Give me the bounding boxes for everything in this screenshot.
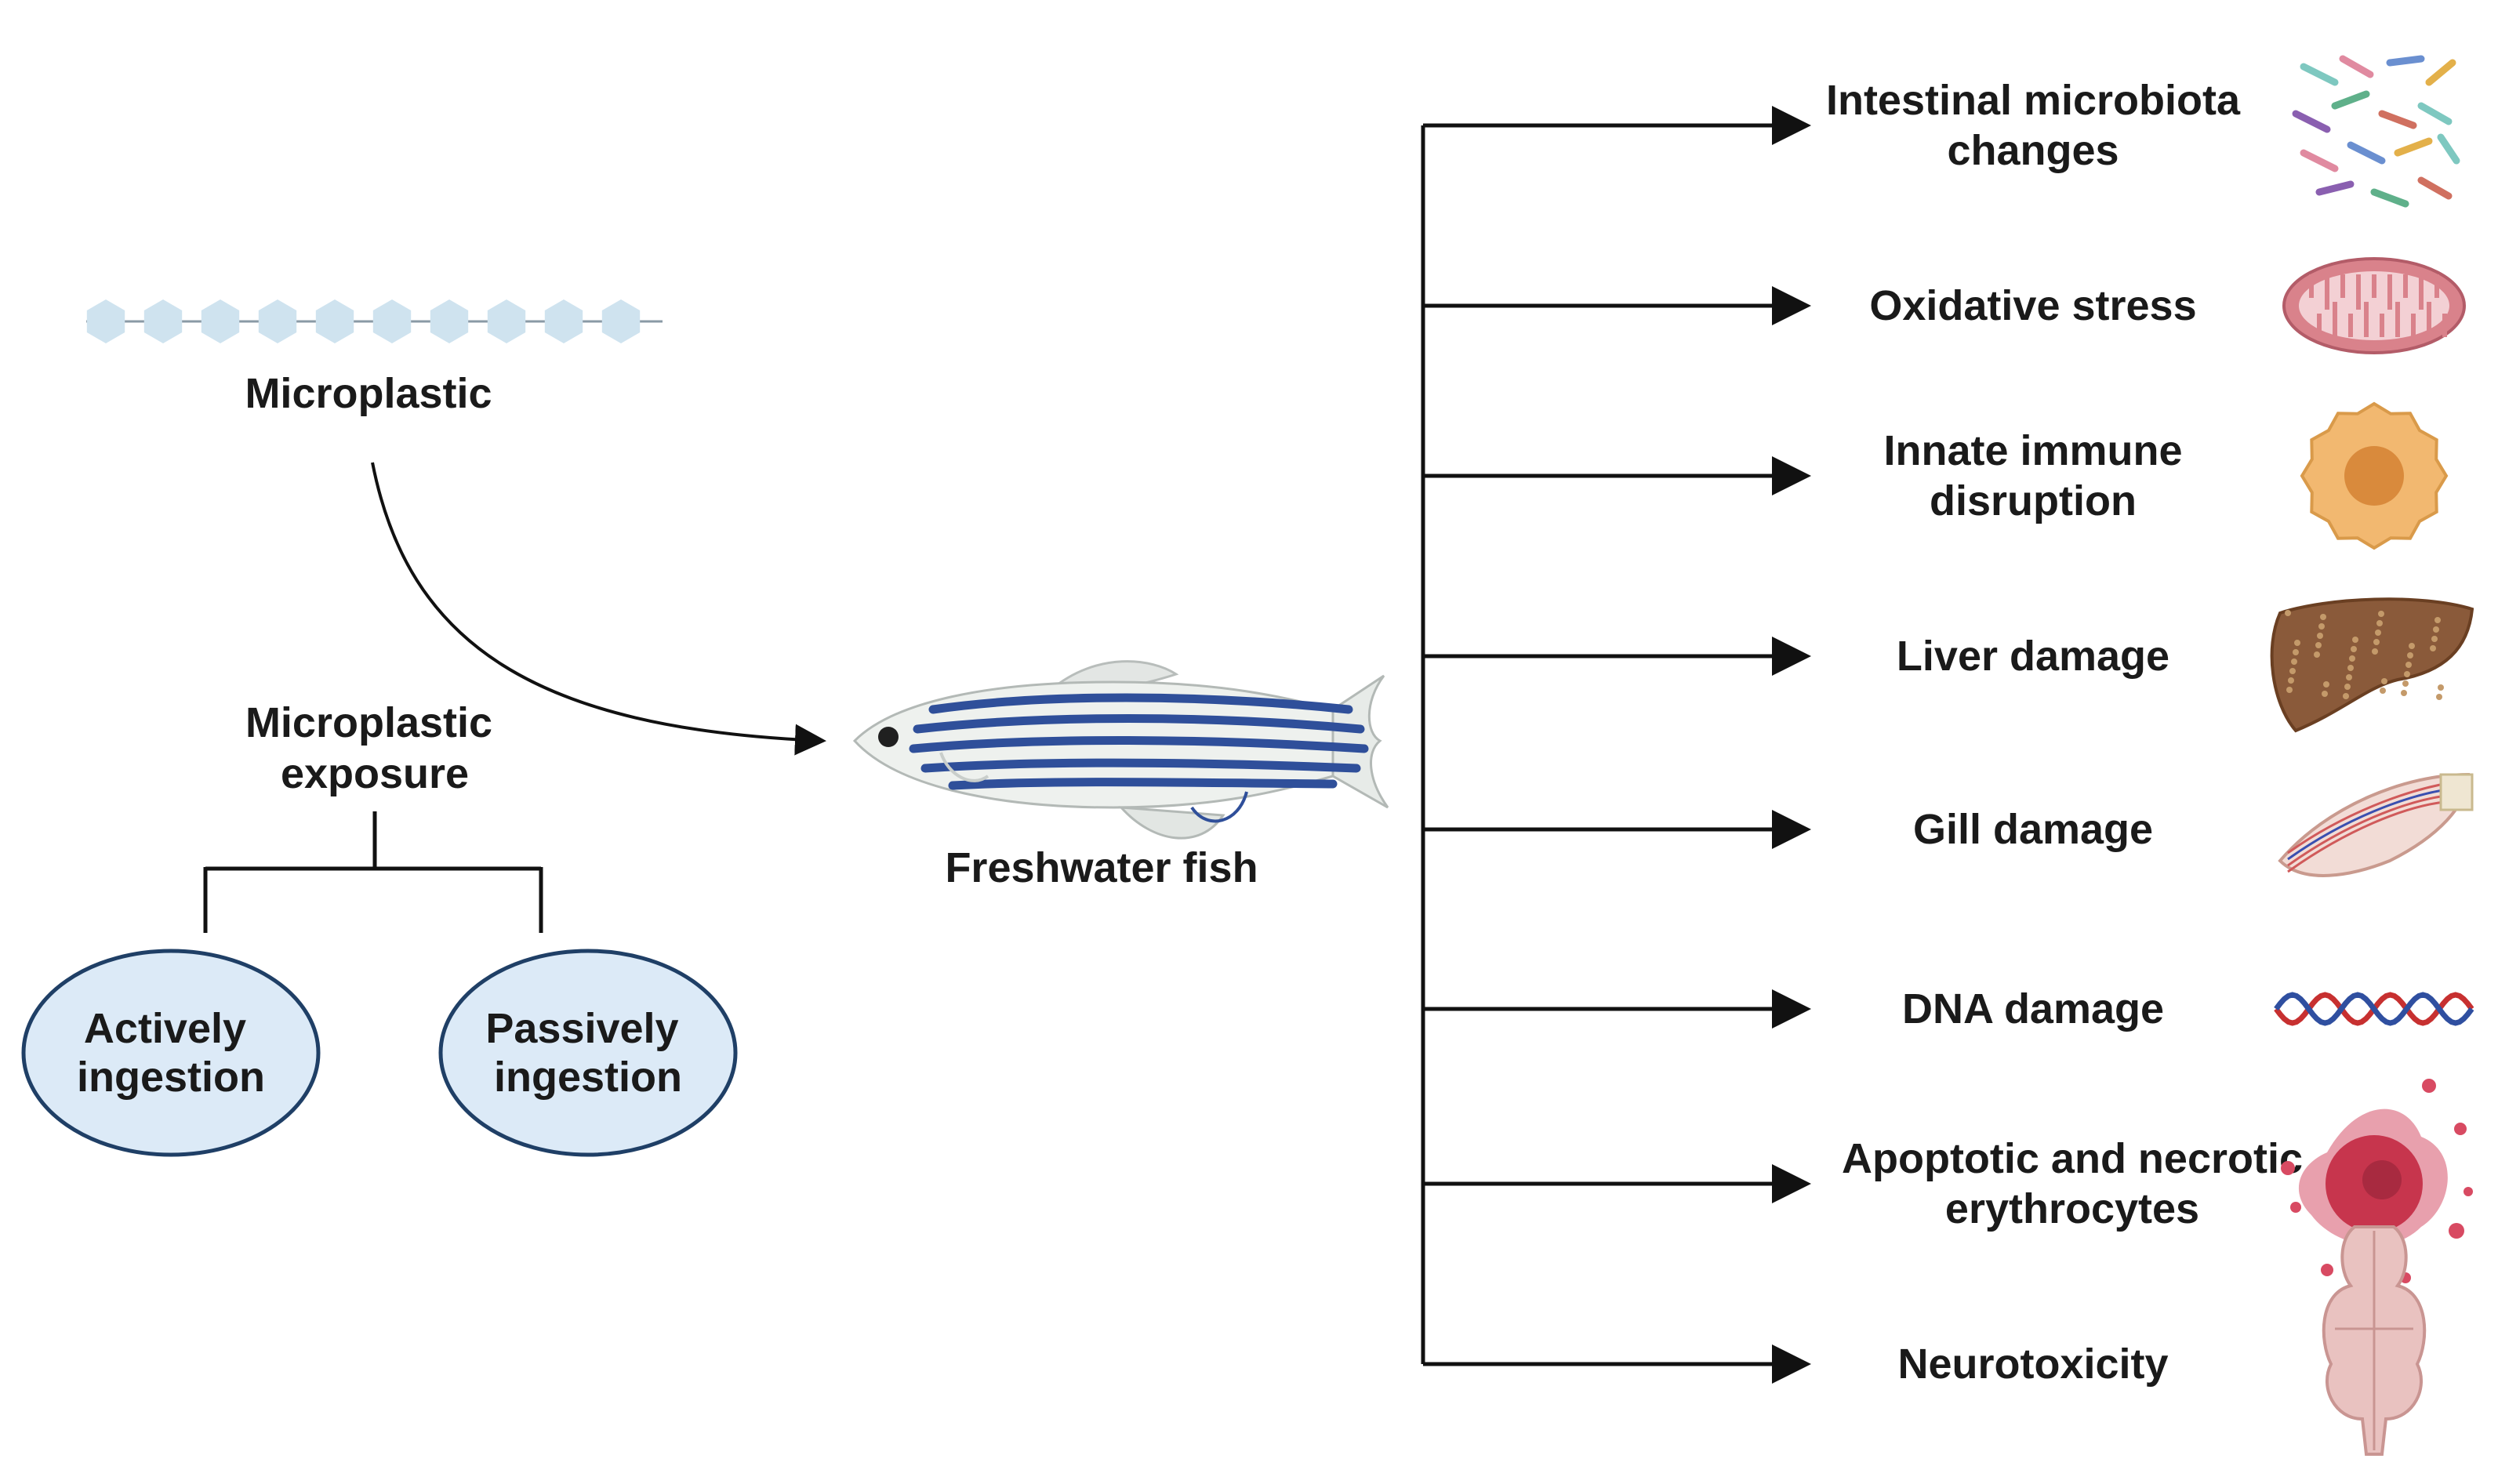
- route-label-active: Actively ingestion: [77, 1005, 265, 1101]
- microplastic-bead: [544, 299, 583, 343]
- bacteria-icon: [2292, 55, 2460, 208]
- microplastic-bead: [143, 299, 183, 343]
- route-label-passive: Passively ingestion: [485, 1005, 690, 1101]
- effect-label: Oxidative stress: [1869, 282, 2196, 329]
- microplastic-bead: [487, 299, 526, 343]
- gill-icon: [2278, 772, 2474, 877]
- microplastic-bead: [601, 299, 641, 343]
- route-ellipse-active: [21, 949, 321, 1157]
- zebrafish-icon: [852, 660, 1389, 840]
- exposure-arrow: [371, 462, 826, 756]
- effect-label: Liver damage: [1897, 633, 2169, 680]
- dna-icon: [2274, 992, 2474, 1026]
- brain-icon: [2322, 1225, 2427, 1456]
- organism-label: Freshwater fish: [945, 844, 1258, 891]
- microplastic-bead: [86, 299, 125, 343]
- effect-label: DNA damage: [1902, 985, 2164, 1032]
- microplastic-bead: [372, 299, 412, 343]
- microplastic-chain-icon: [86, 299, 663, 343]
- exposure-label: Microplastic exposure: [245, 699, 504, 797]
- mitochondrion-icon: [2282, 257, 2466, 354]
- route-ellipse-passive: [438, 949, 738, 1157]
- effect-label: Neurotoxicity: [1897, 1341, 2168, 1388]
- exposure-bracket: [203, 811, 543, 933]
- microplastic-bead: [315, 299, 354, 343]
- immune-cell-icon: [2300, 401, 2449, 550]
- effect-label: Gill damage: [1913, 806, 2153, 853]
- damaged-erythrocyte-icon: [2281, 1079, 2473, 1283]
- microplastic-bead: [201, 299, 240, 343]
- microplastic-bead: [258, 299, 297, 343]
- microplastic-label: Microplastic: [245, 370, 492, 417]
- exposure-label-line-2: exposure: [281, 750, 469, 797]
- exposure-label-line-1: Microplastic: [245, 699, 492, 746]
- liver-icon: [2270, 597, 2474, 733]
- microplastic-bead: [430, 299, 469, 343]
